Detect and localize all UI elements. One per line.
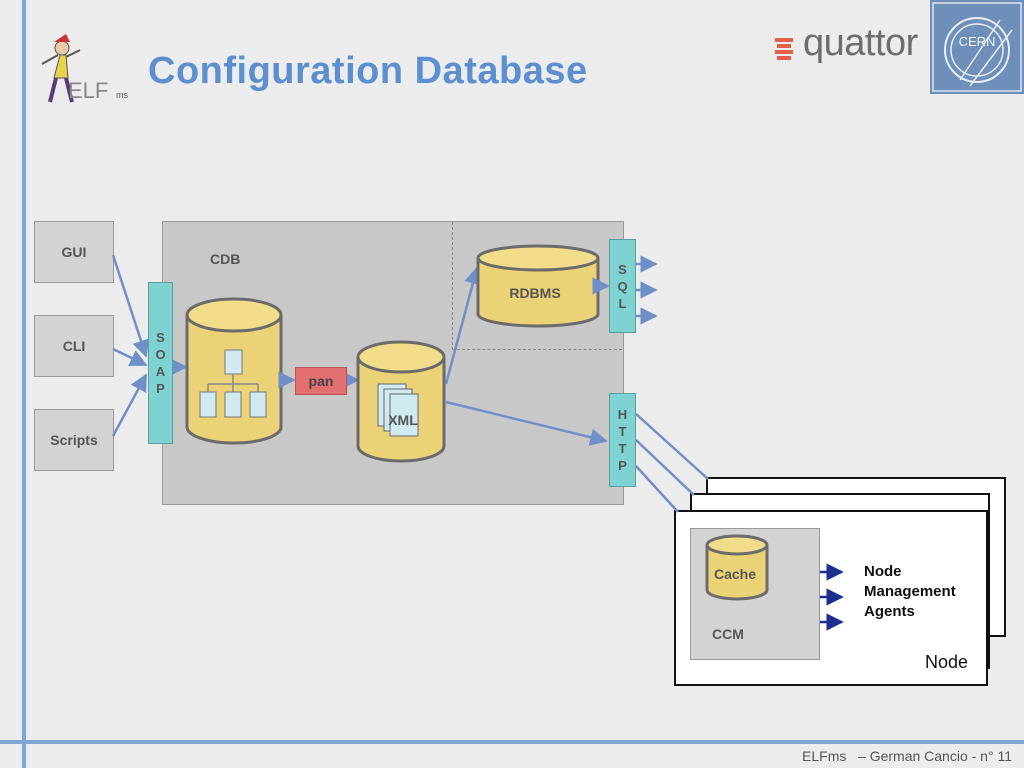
page-title: Configuration Database <box>148 50 588 92</box>
node-label: Node <box>925 652 969 672</box>
ccm-label: CCM <box>712 626 744 642</box>
slide-footer: ELFms – German Cancio - n° 11 <box>802 748 1012 764</box>
http-letter: P <box>618 458 627 473</box>
left-rule <box>22 0 26 768</box>
pan-compiler-box: pan <box>295 367 347 395</box>
cli-box: CLI <box>34 315 114 377</box>
sql-letter: S <box>618 261 627 277</box>
xml-to-http-arrow <box>445 400 608 446</box>
soap-interface-bar: S O A P <box>148 282 173 444</box>
cache-label: Cache <box>714 566 756 582</box>
cern-logo-text: CERN <box>959 34 996 49</box>
rdbms-cylinder: RDBMS <box>476 244 600 328</box>
cern-logo: CERN <box>930 0 1024 94</box>
sql-region-divider-horizontal <box>452 349 622 350</box>
cache-cylinder: Cache <box>705 534 769 601</box>
cdb-store-cylinder <box>185 297 283 445</box>
http-letter: H <box>617 407 628 422</box>
xml-label: XML <box>388 412 418 428</box>
http-to-node-line <box>635 465 679 513</box>
rdbms-label: RDBMS <box>509 285 560 301</box>
agents-line: Node <box>864 563 902 580</box>
scripts-to-soap-arrow <box>111 373 148 437</box>
elf-logo-sub: ms <box>116 90 128 100</box>
http-interface-bar: H T T P <box>609 393 636 487</box>
quattor-mark-icon <box>775 38 793 60</box>
http-letter: T <box>618 424 627 439</box>
http-letter: T <box>618 441 627 456</box>
elf-logo: ELF ms <box>41 34 128 103</box>
sql-interface-bar: S Q L <box>609 239 636 333</box>
sql-letter: Q <box>617 278 628 294</box>
agents-line: Agents <box>864 603 915 620</box>
soap-letter: P <box>156 381 165 396</box>
elf-logo-text: ELF <box>68 78 108 103</box>
gui-box: GUI <box>34 221 114 283</box>
http-to-node-line <box>635 413 709 480</box>
quattor-logo-text: quattor <box>803 22 918 64</box>
soap-letter: A <box>155 364 166 379</box>
scripts-box: Scripts <box>34 409 114 471</box>
cdb-label: CDB <box>210 251 241 267</box>
gui-to-soap-arrow <box>111 254 150 358</box>
soap-letter: O <box>155 347 166 362</box>
bottom-rule <box>0 740 1024 744</box>
http-to-node-line <box>635 439 695 496</box>
xml-store-cylinder: XML <box>356 340 446 463</box>
sql-region-divider <box>452 222 453 350</box>
cli-to-soap-arrow <box>112 347 148 367</box>
node-management-agents-label: Node Management Agents <box>864 562 956 622</box>
soap-letter: S <box>156 330 165 345</box>
sql-letter: L <box>618 295 627 311</box>
xml-to-rdbms-arrow <box>444 266 482 385</box>
agents-line: Management <box>864 583 956 600</box>
